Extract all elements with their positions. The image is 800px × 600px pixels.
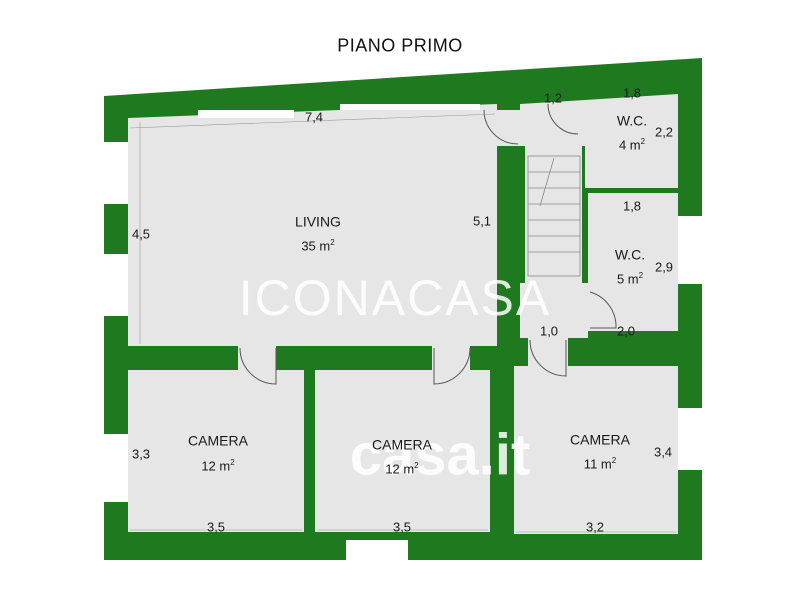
dimension-camera-left-height: 3,3 [131,446,151,462]
window-top-left [198,110,294,118]
door-gap-camera-left [238,346,276,370]
camera-left-floor [128,370,304,532]
dimension-line-top [129,113,496,129]
door-gap-corridor [497,110,520,146]
door-swing-hall [529,339,567,377]
door-swing-camera-center [433,347,471,385]
dimension-living-left: 4,5 [131,226,151,242]
dimension-camera-center-width: 3,5 [392,519,412,535]
window-left-lower [104,434,128,502]
camera-right-area: 11 m2 [583,456,617,472]
door-gap-wc-mid [580,292,590,328]
door-gap-camera-center [432,346,470,370]
living-name: LIVING [295,213,341,230]
balcony-door-bottom [346,540,408,560]
stair-direction [539,157,555,207]
iconacasa-watermark: ICONACASA [238,270,552,326]
dimension-living-top: 7,4 [304,109,324,125]
camera-left-name: CAMERA [188,432,248,449]
dimension-wc-mid-height: 2,9 [654,259,674,275]
camera-center-floor [315,370,490,532]
wc-top-area: 4 m2 [618,137,646,153]
camera-right-floor [514,366,678,534]
door-swing-camera-left [239,347,277,385]
dimension-corridor-top: 1,2 [543,90,563,106]
dimension-wc-mid-bottom: 2,0 [616,323,636,339]
living-area: 35 m2 [301,238,335,254]
window-left-upper [104,142,128,204]
window-top-right [340,104,480,110]
door-swing-wc-top [547,103,579,135]
dimension-camera-right-height: 3,4 [653,444,673,460]
wc-top-floor [585,94,678,188]
camera-center-name: CAMERA [372,436,432,453]
dimension-wc-mid-width: 1,8 [622,198,642,214]
wc-mid-name: W.C. [614,246,646,263]
window-right-lower [678,408,702,470]
wc-top-name: W.C. [616,112,648,129]
door-swing-corridor [483,109,519,145]
wc-mid-floor [588,193,678,331]
dimension-wc-top-width: 1,8 [622,85,642,101]
wc-mid-area: 5 m2 [616,271,644,287]
dimension-hall-width: 1,0 [539,323,559,339]
door-swing-wc-mid [589,291,617,329]
floor-title: PIANO PRIMO [337,35,463,56]
casa-it-watermark: casa.it [349,422,531,488]
corridor-floor [520,100,585,146]
camera-right-name: CAMERA [570,431,630,448]
living-floor [128,104,497,346]
window-left-middle [104,254,128,316]
dimension-wc-top-height: 2,2 [654,124,674,140]
dimension-living-right: 5,1 [472,213,492,229]
hall-floor [520,283,588,338]
stair-outline [527,155,581,277]
window-right-upper [678,216,702,284]
camera-left-area: 12 m2 [201,458,235,474]
door-gap-hall [528,338,568,366]
camera-center-area: 12 m2 [385,461,419,477]
stair-floor [525,146,582,283]
dimension-camera-left-width: 3,5 [206,519,226,535]
dimension-camera-right-width: 3,2 [585,519,605,535]
